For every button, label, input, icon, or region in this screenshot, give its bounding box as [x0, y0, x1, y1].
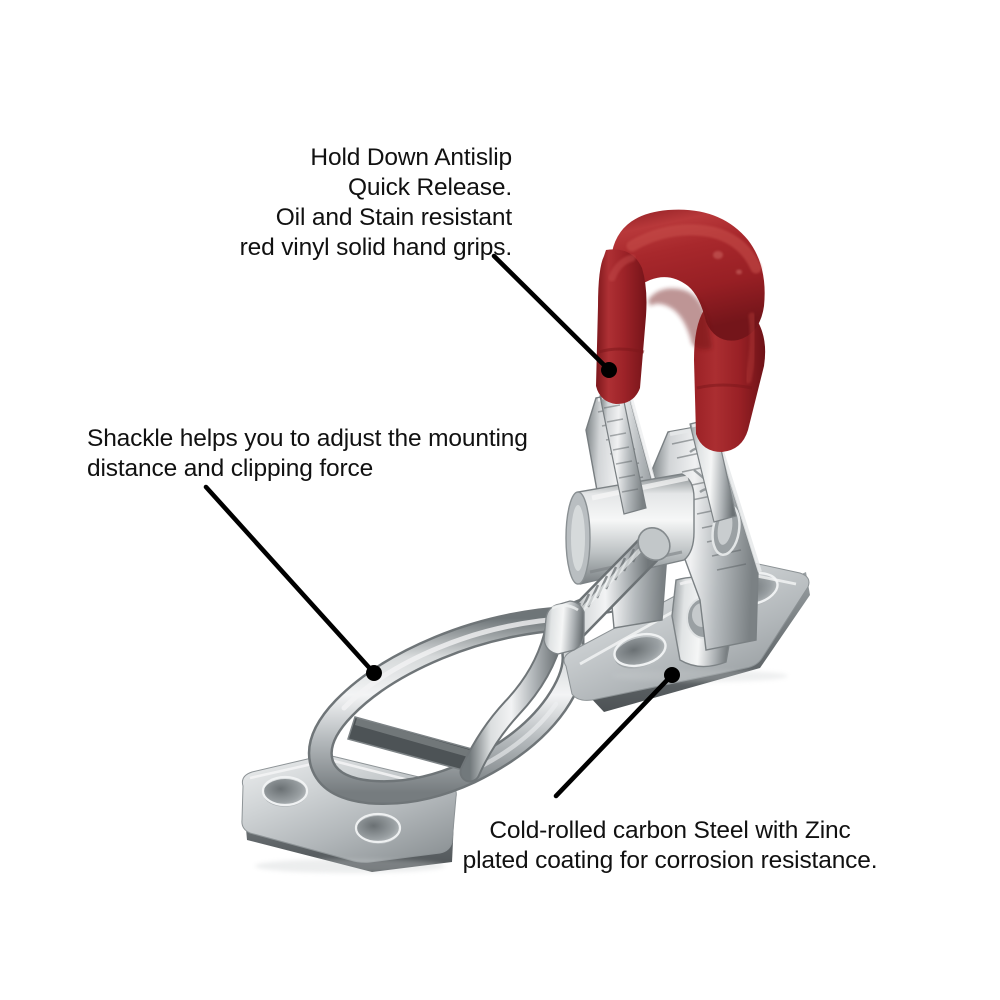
- callout-text-shackle: Shackle helps you to adjust the mounting…: [87, 425, 528, 482]
- callout-text-material: Cold-rolled carbon Steel with Zinc plate…: [462, 817, 878, 874]
- red-vinyl-handle-grip: [596, 209, 766, 452]
- pivot-link: [543, 600, 585, 655]
- callout-text-handle-grip: Hold Down Antislip Quick Release. Oil an…: [239, 144, 513, 261]
- lower-base-plate: [241, 755, 457, 872]
